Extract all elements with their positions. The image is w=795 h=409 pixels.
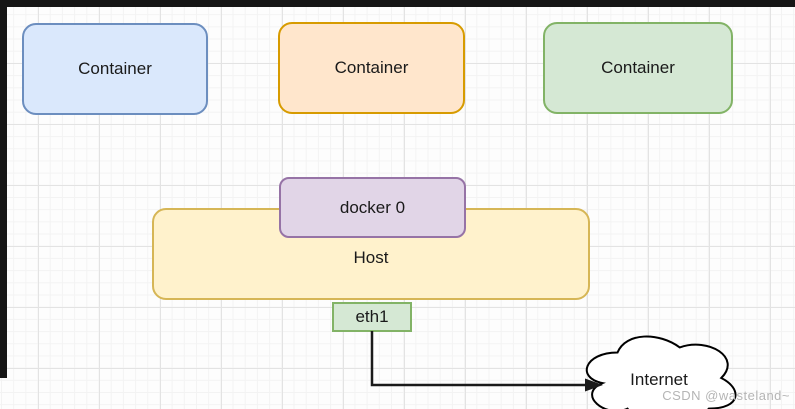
csdn-watermark: CSDN @wasteland~ (662, 388, 790, 403)
container-node-3-label: Container (601, 58, 675, 77)
eth1-to-internet-arrow (370, 331, 603, 392)
docker0-bridge-label: docker 0 (339, 197, 406, 217)
left-edge-bar (0, 0, 7, 378)
docker0-bridge-node: docker 0 (279, 177, 466, 238)
container-node-1-label: Container (78, 59, 152, 78)
eth1-interface-label: eth1 (355, 307, 389, 326)
internet-cloud-label: Internet (630, 370, 688, 389)
container-node-2: Container (278, 22, 465, 114)
eth1-interface-node: eth1 (332, 302, 412, 332)
container-node-3: Container (543, 22, 733, 114)
container-node-1: Container (22, 23, 208, 115)
top-edge-bar (0, 0, 795, 7)
container-node-2-label: Container (334, 58, 409, 77)
host-node-label: Host (353, 248, 389, 267)
